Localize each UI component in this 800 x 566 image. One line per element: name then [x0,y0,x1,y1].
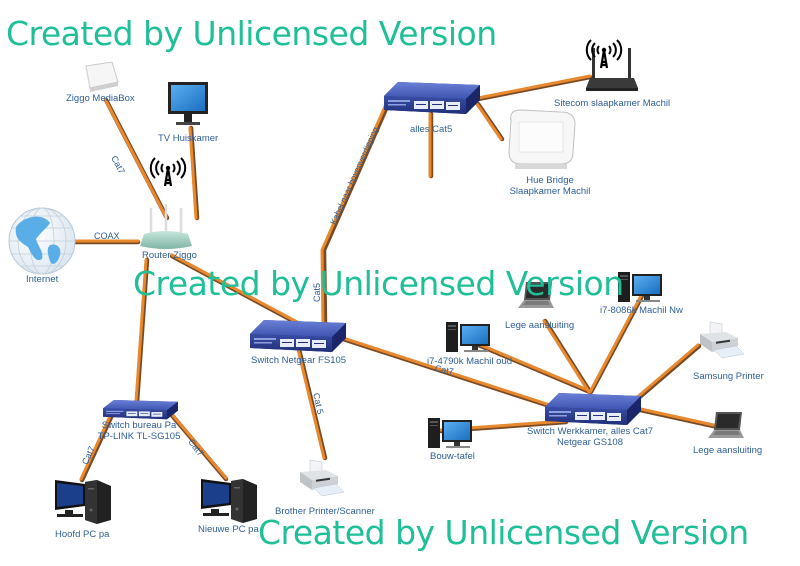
label-router-ziggo: Router Ziggo [142,250,197,261]
cable-mediabox-router [103,97,170,221]
cable-cat5switch-down [428,111,434,179]
monitor-icon[interactable] [168,82,208,125]
cable-fs105-upstairs [320,99,392,330]
cable-bureau-nieuwepc [167,410,229,482]
hub-icon[interactable] [508,109,576,169]
cable-gs108-lege-top [542,318,593,395]
set-top-box-icon[interactable] [85,61,119,92]
label-hue-bridge-line2: Slaapkamer Machil [509,186,591,197]
label-switch-bureau-line1: Switch bureau Pa [101,420,177,431]
label-brother-printer: Brother Printer/Scanner [275,506,375,517]
label-ziggo-mediabox: Ziggo MediaBox [66,93,135,104]
globe-icon[interactable] [8,207,76,275]
label-sitecom: Sitecom slaapkamer Machil [554,98,671,109]
desktop-pc-icon[interactable] [428,418,472,448]
label-tv-huiskamer: TV Huiskamer [158,133,219,144]
label-nieuwe-pc: Nieuwe PC pa [198,524,259,535]
label-switch-gs108-line1: Switch Werkkamer, alles Cat7 [526,426,653,437]
wireless-router-icon[interactable] [140,204,192,249]
label-switch-cat5: alles Cat5 [410,124,453,135]
label-i7-4790k: i7-4790k Machil oud [427,356,513,367]
wifi-antenna-icon [149,156,187,188]
desktop-pc-icon[interactable] [55,480,111,524]
label-switch-gs108-line2: Netgear GS108 [556,437,623,448]
watermark-middle: Created by Unlicensed Version [133,264,624,303]
label-hue-bridge-line1: Hue Bridge [526,175,574,186]
label-hue-bridge: Hue Bridge Slaapkamer Machil [505,175,595,197]
network-switch-icon[interactable] [103,400,178,420]
wireless-router-icon[interactable] [586,48,638,91]
cable-gs108-i7-4790k [466,338,593,395]
label-i7-8086k: i7-8086k Machil Nw [600,305,683,316]
label-hoofd-pc: Hoofd PC pa [55,529,110,540]
edge-label-internet-router: COAX [94,231,120,241]
network-switch-icon[interactable] [545,393,641,425]
cable-router-fs105 [169,253,300,326]
label-switch-bureau: Switch bureau Pa TP-LINK TL-SG105 [94,420,184,442]
cable-tv-router [188,125,200,221]
cable-gs108-i7-8086k [588,293,645,395]
cable-router-bureau [134,257,150,405]
label-lege-right: Lege aansluiting [693,445,763,456]
cable-gs108-lege-right [633,406,721,430]
cable-bureau-hoofdpc [79,412,115,483]
label-lege-top: Lege aansluiting [505,320,575,331]
printer-icon[interactable] [299,459,345,497]
cable-cat5switch-sitecom [475,74,593,102]
label-switch-bureau-line2: TP-LINK TL-SG105 [97,431,181,442]
label-bouw-tafel: Bouw-tafel [430,451,475,462]
label-switch-fs105: Switch Netgear FS105 [251,355,347,366]
watermark-top: Created by Unlicensed Version [6,14,497,53]
label-internet: Internet [26,274,59,285]
network-switch-icon[interactable] [384,82,480,114]
network-switch-icon[interactable] [250,320,346,352]
wifi-antenna-icon [585,38,623,70]
label-switch-gs108: Switch Werkkamer, alles Cat7 Netgear GS1… [525,426,655,448]
cable-internet-router [72,239,141,245]
printer-icon[interactable] [699,321,745,359]
cable-fs105-brother [295,342,328,461]
label-samsung-printer: Samsung Printer [693,371,764,382]
cable-fs105-gs108 [340,336,559,411]
cable-cat5switch-hue [475,101,505,142]
watermark-bottom: Created by Unlicensed Version [258,513,749,552]
desktop-pc-icon[interactable] [201,479,257,523]
